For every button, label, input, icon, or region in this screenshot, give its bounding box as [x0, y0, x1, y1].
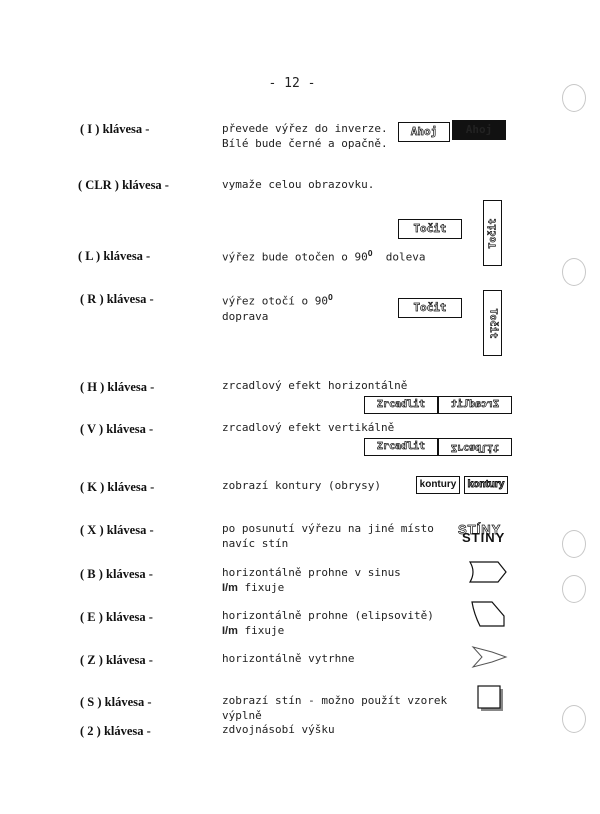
sine-bend-icon — [468, 561, 507, 583]
binder-hole — [562, 258, 586, 286]
desc-bold: I/m — [222, 625, 238, 637]
key-2-description: zdvojnásobí výšku — [222, 722, 462, 737]
desc-text: výřez otočí o 90 — [222, 294, 328, 308]
sample-inverted: Ahoj — [452, 120, 506, 140]
key-h-label: ( H ) klávesa - — [80, 380, 155, 394]
desc-line: horizontálně prohne v sinus — [222, 566, 401, 579]
desc-line: zobrazí kontury (obrysy) — [222, 479, 381, 492]
desc-line: vymaže celou obrazovku. — [222, 178, 375, 191]
sample-text: Zrcadlit — [376, 441, 426, 453]
sample-text: kontury — [467, 479, 505, 491]
sample-normal: Zrcadlit — [364, 396, 438, 414]
shadow-box-icon — [477, 685, 503, 711]
binder-hole — [562, 575, 586, 603]
sample-normal: Zrcadlit — [364, 438, 438, 456]
desc-bold: I/m — [222, 582, 238, 594]
key-v-label: ( V ) klávesa - — [80, 422, 154, 436]
key-x-label: ( X ) klávesa - — [80, 523, 154, 537]
sample-normal: Točit — [398, 298, 462, 318]
desc-line: výřez bude otočen o 90O doleva — [222, 246, 482, 265]
sample-text: Ahoj — [410, 125, 438, 139]
sample-text: kontury — [419, 479, 457, 490]
key-x-description: po posunutí výřezu na jiné místo navíc s… — [222, 521, 462, 551]
key-v-description: zrcadlový efekt vertikálně — [222, 420, 462, 435]
key-clr-label: ( CLR ) klávesa - — [78, 178, 169, 192]
key-l-label: ( L ) klávesa - — [78, 249, 151, 263]
desc-line: zrcadlový efekt vertikálně — [222, 421, 395, 434]
key-l-description: výřez bude otočen o 90O doleva — [222, 246, 482, 265]
key-k-label: ( K ) klávesa - — [80, 480, 155, 494]
desc-line: horizontálně vytrhne — [222, 652, 355, 665]
sample-normal: Ahoj — [398, 122, 450, 142]
desc-line: I/m fixuje — [222, 623, 462, 639]
key-e-description: horizontálně prohne (elipsovitě) I/m fix… — [222, 608, 462, 639]
sample-text: Točit — [487, 307, 499, 339]
degree-mark: O — [367, 249, 373, 258]
key-r-label: ( R ) klávesa - — [80, 292, 154, 306]
sample-text: Zrcadlit — [450, 442, 500, 454]
sample-shadow-front: STINY — [462, 530, 506, 545]
sample-text: Točit — [413, 222, 447, 236]
desc-text: doleva — [385, 250, 426, 264]
key-r-description: výřez otočí o 90O doprava — [222, 290, 462, 324]
desc-line: výplně — [222, 709, 262, 722]
sample-text: Ahoj — [465, 123, 493, 136]
key-b-label: ( B ) klávesa - — [80, 567, 153, 581]
key-i-description: převede výřez do inverze. Bílé bude čern… — [222, 121, 462, 151]
sample-text: Zrcadlit — [450, 399, 500, 411]
sample-shadow-back: STÍNY — [458, 522, 502, 538]
key-s-label: ( S ) klávesa - — [80, 695, 152, 709]
desc-line: doprava — [222, 309, 269, 323]
desc-text: výřez bude otočen o 90 — [222, 250, 368, 264]
desc-line: výřez otočí o 90O — [222, 290, 462, 309]
page-number: - 12 - — [268, 76, 316, 91]
key-z-description: horizontálně vytrhne — [222, 651, 462, 666]
binder-hole — [562, 705, 586, 733]
degree-mark: O — [327, 293, 333, 302]
binder-hole — [562, 530, 586, 558]
key-i-label: ( I ) klávesa - — [80, 122, 150, 136]
desc-line: navíc stín — [222, 537, 289, 550]
desc-line: zdvojnásobí výšku — [222, 723, 335, 736]
desc-line: po posunutí výřezu na jiné místo — [222, 522, 434, 535]
desc-line: I/m fixuje — [222, 580, 462, 596]
desc-line: Bílé bude černé a opačně. — [222, 137, 388, 150]
sample-normal: kontury — [416, 476, 460, 494]
key-clr-description: vymaže celou obrazovku. — [222, 177, 462, 192]
desc-line: horizontálně prohne (elipsovitě) — [222, 609, 434, 622]
desc-text: fixuje — [237, 624, 285, 637]
sample-rotated-right: Točit — [483, 290, 502, 356]
binder-hole — [562, 84, 586, 112]
sample-mirrored-vertical: Zrcadlit — [438, 438, 512, 456]
sample-mirrored-horizontal: Zrcadlit — [438, 396, 512, 414]
desc-line: zobrazí stín - možno použít vzorek — [222, 694, 448, 707]
key-h-description: zrcadlový efekt horizontálně — [222, 378, 462, 393]
key-e-label: ( E ) klávesa - — [80, 610, 153, 624]
desc-text: fixuje — [237, 581, 285, 594]
ellipse-bend-icon — [471, 601, 505, 627]
tear-icon — [471, 646, 508, 668]
key-b-description: horizontálně prohne v sinus I/m fixuje — [222, 565, 462, 596]
desc-line: převede výřez do inverze. — [222, 122, 388, 135]
key-s-description: zobrazí stín - možno použít vzorek výpln… — [222, 693, 462, 723]
sample-text: Točit — [413, 301, 447, 315]
sample-text: Točit — [487, 217, 499, 249]
key-2-label: ( 2 ) klávesa - — [80, 724, 151, 738]
sample-rotated-left: Točit — [483, 200, 502, 266]
key-k-description: zobrazí kontury (obrysy) — [222, 478, 462, 493]
sample-text: Zrcadlit — [376, 399, 426, 411]
sample-normal: Točit — [398, 219, 462, 239]
desc-line: zrcadlový efekt horizontálně — [222, 379, 408, 392]
key-z-label: ( Z ) klávesa - — [80, 653, 153, 667]
sample-contour: kontury — [464, 476, 508, 494]
